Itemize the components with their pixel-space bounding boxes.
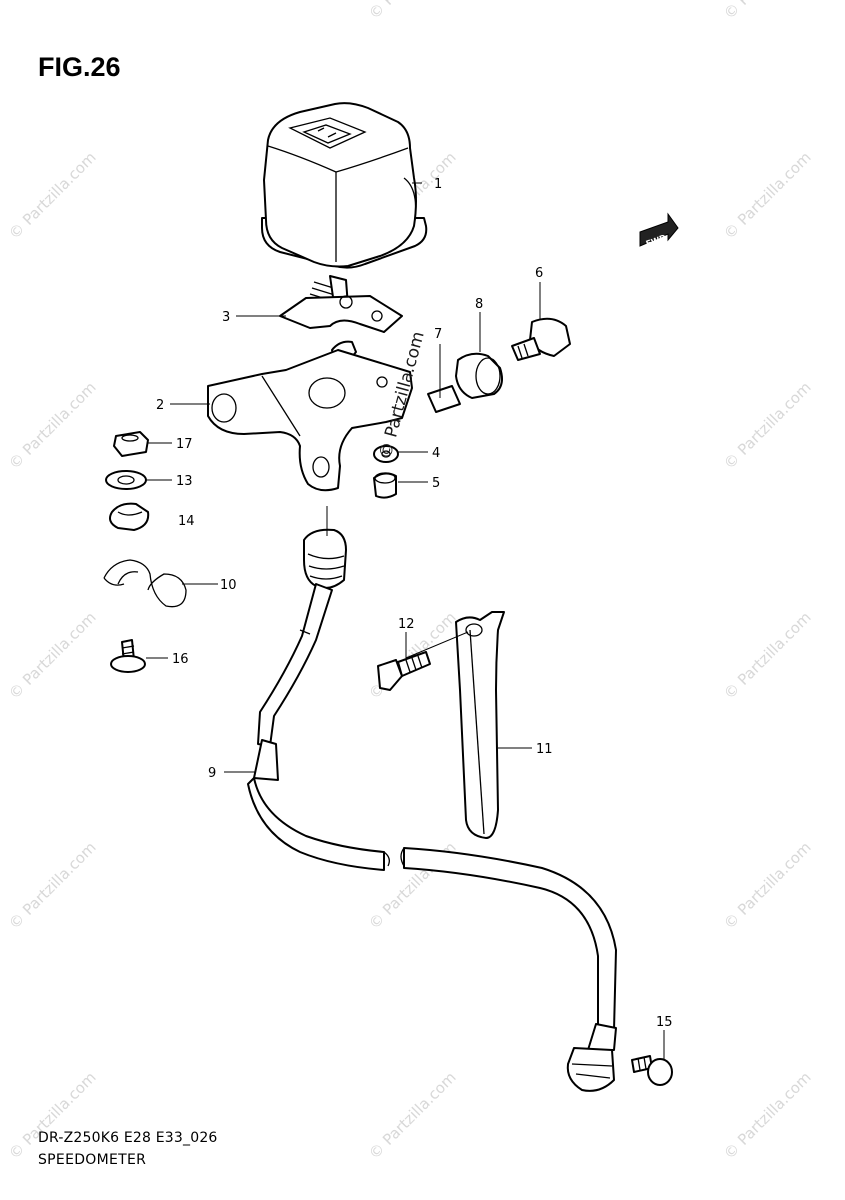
figure-title: FIG.26	[38, 52, 121, 82]
callout-8: 8	[475, 297, 483, 312]
callout-1: 1	[434, 177, 442, 192]
cable-clamp	[455, 611, 505, 839]
diagram-code: DR-Z250K6 E28 E33_026	[38, 1130, 218, 1146]
fwd-arrow-icon: FWD	[639, 212, 679, 249]
callout-2: 2	[156, 398, 164, 413]
callout-9: 9	[208, 766, 216, 781]
callout-3: 3	[222, 310, 230, 325]
callout-11: 11	[536, 742, 553, 757]
collar	[427, 385, 461, 413]
grommet	[455, 352, 503, 399]
screw-16	[110, 639, 146, 673]
callout-12: 12	[398, 617, 415, 632]
speedometer-unit	[261, 102, 428, 269]
main-bracket	[207, 349, 413, 492]
screw-15	[631, 1055, 673, 1086]
callout-10: 10	[220, 578, 237, 593]
watermark: © Partzilla.com	[5, 1068, 100, 1163]
speedometer-cable	[247, 528, 617, 1092]
callout-4: 4	[432, 446, 440, 461]
watermark: © Partzilla.com	[720, 148, 815, 243]
watermark: © Partzilla.com	[365, 1068, 460, 1163]
cushion-14	[109, 502, 150, 531]
watermark: © Partzilla.com	[5, 148, 100, 243]
callout-15: 15	[656, 1015, 673, 1030]
callout-17: 17	[176, 437, 193, 452]
callout-6: 6	[535, 266, 543, 281]
callout-13: 13	[176, 474, 193, 489]
watermark: © Partzilla.com	[5, 838, 100, 933]
nut-17	[113, 431, 149, 457]
washer-13	[105, 470, 147, 490]
watermark: © Partzilla.com	[365, 0, 460, 23]
watermark: © Partzilla.com	[5, 378, 100, 473]
diagram-name: SPEEDOMETER	[38, 1152, 147, 1168]
callout-7: 7	[434, 327, 442, 342]
callout-14: 14	[178, 514, 195, 529]
bolt-6	[511, 317, 571, 361]
watermark: © Partzilla.com	[720, 838, 815, 933]
watermark: © Partzilla.com	[720, 378, 815, 473]
bolt-12	[377, 651, 431, 691]
watermark: © Partzilla.com	[720, 1068, 815, 1163]
callout-5: 5	[432, 476, 440, 491]
callout-16: 16	[172, 652, 189, 667]
watermark: © Partzilla.com	[5, 608, 100, 703]
washer-4	[373, 445, 399, 463]
leader-lines	[146, 182, 665, 1060]
watermark: © Partzilla.com	[720, 0, 815, 23]
spacer-5	[373, 472, 397, 499]
spring-clip	[103, 559, 187, 608]
callouts: 1 2 3 4 5 6 7 8 9 10 11 12 13 14 15 16 1…	[156, 177, 673, 1030]
watermark: © Partzilla.com	[720, 608, 815, 703]
